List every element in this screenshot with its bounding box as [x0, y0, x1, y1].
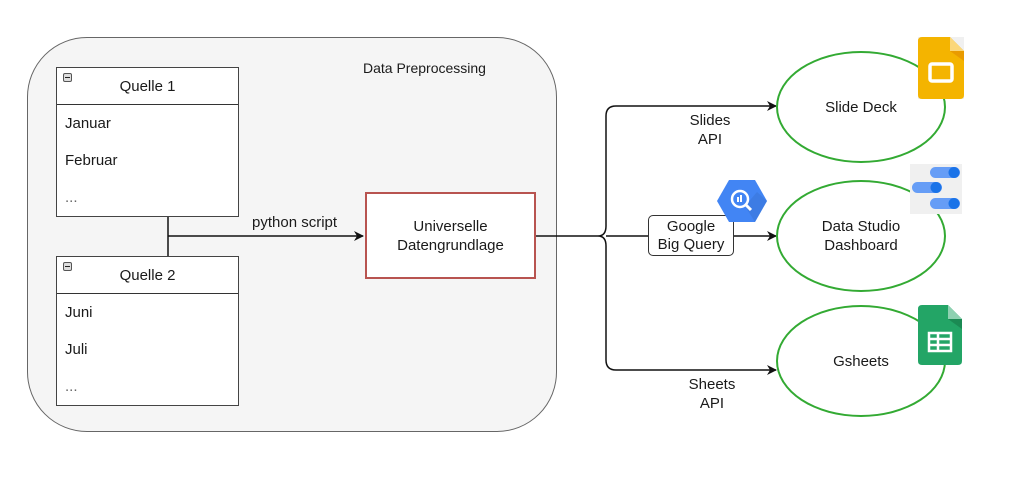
collapse-icon[interactable] — [63, 73, 72, 82]
data-studio-line-2: Dashboard — [824, 237, 898, 254]
bigquery-line-1: Google — [666, 217, 716, 235]
slides-api-line-2: API — [697, 131, 723, 148]
table-row: Februar — [65, 152, 118, 169]
slides-api-line-1: Slides — [689, 112, 731, 129]
slides-api-label: Slides API — [680, 111, 740, 149]
table-row: Januar — [65, 115, 111, 132]
sheets-api-line-1: Sheets — [688, 376, 736, 393]
gsheets-label: Gsheets — [833, 352, 889, 370]
sheets-api-label: Sheets API — [680, 375, 744, 413]
universal-data-box: Universelle Datengrundlage — [365, 192, 536, 279]
collapse-icon[interactable] — [63, 262, 72, 271]
source-title: Quelle 1 — [119, 77, 176, 95]
google-sheets-icon — [918, 305, 962, 365]
group-title: Data Preprocessing — [363, 60, 486, 76]
slide-deck-label: Slide Deck — [825, 98, 897, 116]
google-slides-icon — [918, 37, 964, 99]
source-table-header: Quelle 1 — [57, 68, 238, 105]
python-script-label: python script — [252, 214, 338, 231]
bigquery-label: Google Big Query — [648, 215, 734, 256]
center-line-2: Datengrundlage — [397, 236, 504, 254]
data-studio-icon — [910, 164, 962, 214]
center-line-1: Universelle — [413, 217, 488, 235]
bigquery-icon — [717, 180, 767, 222]
slide-deck-node: Slide Deck — [776, 51, 946, 163]
table-row: Juni — [65, 304, 93, 321]
source-table-header: Quelle 2 — [57, 257, 238, 294]
source-table-1: Quelle 1 Januar Februar ... — [56, 67, 239, 217]
table-row: Juli — [65, 341, 88, 358]
data-studio-line-1: Data Studio — [821, 218, 901, 235]
bigquery-line-2: Big Query — [657, 235, 725, 253]
brace — [597, 105, 617, 371]
sheets-api-line-2: API — [699, 395, 725, 412]
table-row: ... — [65, 189, 78, 206]
source-title: Quelle 2 — [119, 266, 176, 284]
gsheets-node: Gsheets — [776, 305, 946, 417]
table-row: ... — [65, 378, 78, 395]
source-table-2: Quelle 2 Juni Juli ... — [56, 256, 239, 406]
